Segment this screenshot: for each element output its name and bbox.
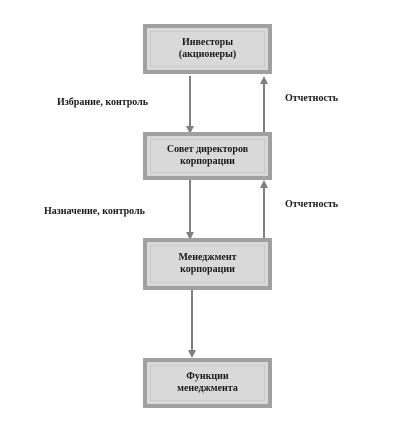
node-board-line2: корпорации [180,156,235,167]
node-investors-line1: Инвесторы [181,37,234,48]
node-management: Менеджмент корпорации [143,238,272,290]
node-board-line1: Совет директоров [166,144,249,155]
node-board: Совет директоров корпорации [143,132,272,180]
label-reporting-2: Отчетность [285,199,339,210]
node-functions-line2: менеджмента [177,383,238,394]
node-functions: Функции менеджмента [143,358,272,408]
node-management-line2: корпорации [180,264,235,275]
label-election: Избрание, контроль [57,97,149,108]
label-reporting-1: Отчетность [285,93,339,104]
label-appointment: Назначение, контроль [44,206,145,217]
node-investors-line2: (акционеры) [178,49,237,60]
node-functions-line1: Функции [186,371,229,382]
node-investors: Инвесторы (акционеры) [143,24,272,74]
node-management-line1: Менеджмент [178,252,237,263]
